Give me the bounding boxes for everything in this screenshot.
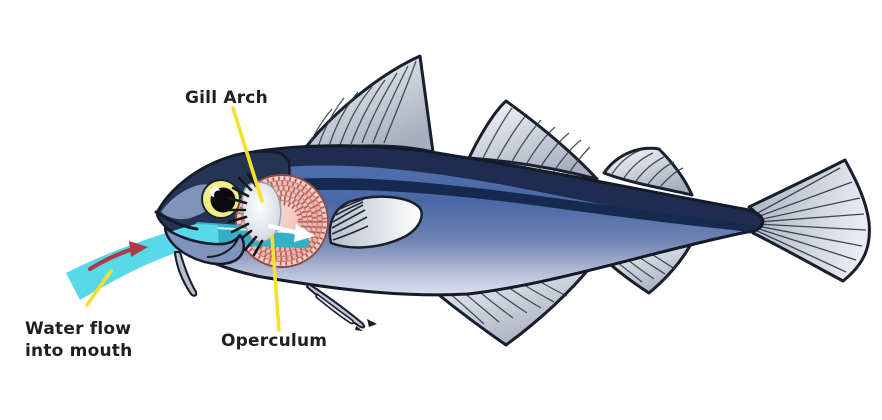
- barbel: [174, 251, 198, 297]
- pointer-line-water-flow: [85, 269, 113, 307]
- upper-lip-line: [154, 210, 199, 231]
- operculum-label: Operculum: [221, 331, 328, 351]
- water-flow-label-line1: Water flow: [25, 319, 132, 339]
- dorsal-fin-3: [602, 146, 694, 197]
- pointer-line-operculum: [270, 234, 281, 332]
- dorsal-fin-2: [467, 99, 599, 181]
- gill-flow-arrow: [267, 223, 315, 242]
- fish-eye: [201, 179, 241, 219]
- gill-rakers: [226, 172, 264, 257]
- gill-arch-label: Gill Arch: [185, 88, 268, 108]
- pointer-line-gill-arch: [231, 106, 264, 203]
- water-flow-label: Water flow into mouth: [25, 318, 132, 362]
- lateral-stripe: [293, 178, 744, 231]
- water-flow-into-mouth-stream: [66, 224, 219, 300]
- lower-jaw: [163, 226, 245, 266]
- water-flow-arrow: [87, 241, 148, 272]
- caudal-fin: [747, 158, 871, 283]
- pectoral-fin: [328, 195, 423, 249]
- pelvic-fin: [306, 283, 377, 331]
- dorsal-fin-1: [301, 54, 435, 154]
- water-flow-label-line2: into mouth: [25, 341, 133, 361]
